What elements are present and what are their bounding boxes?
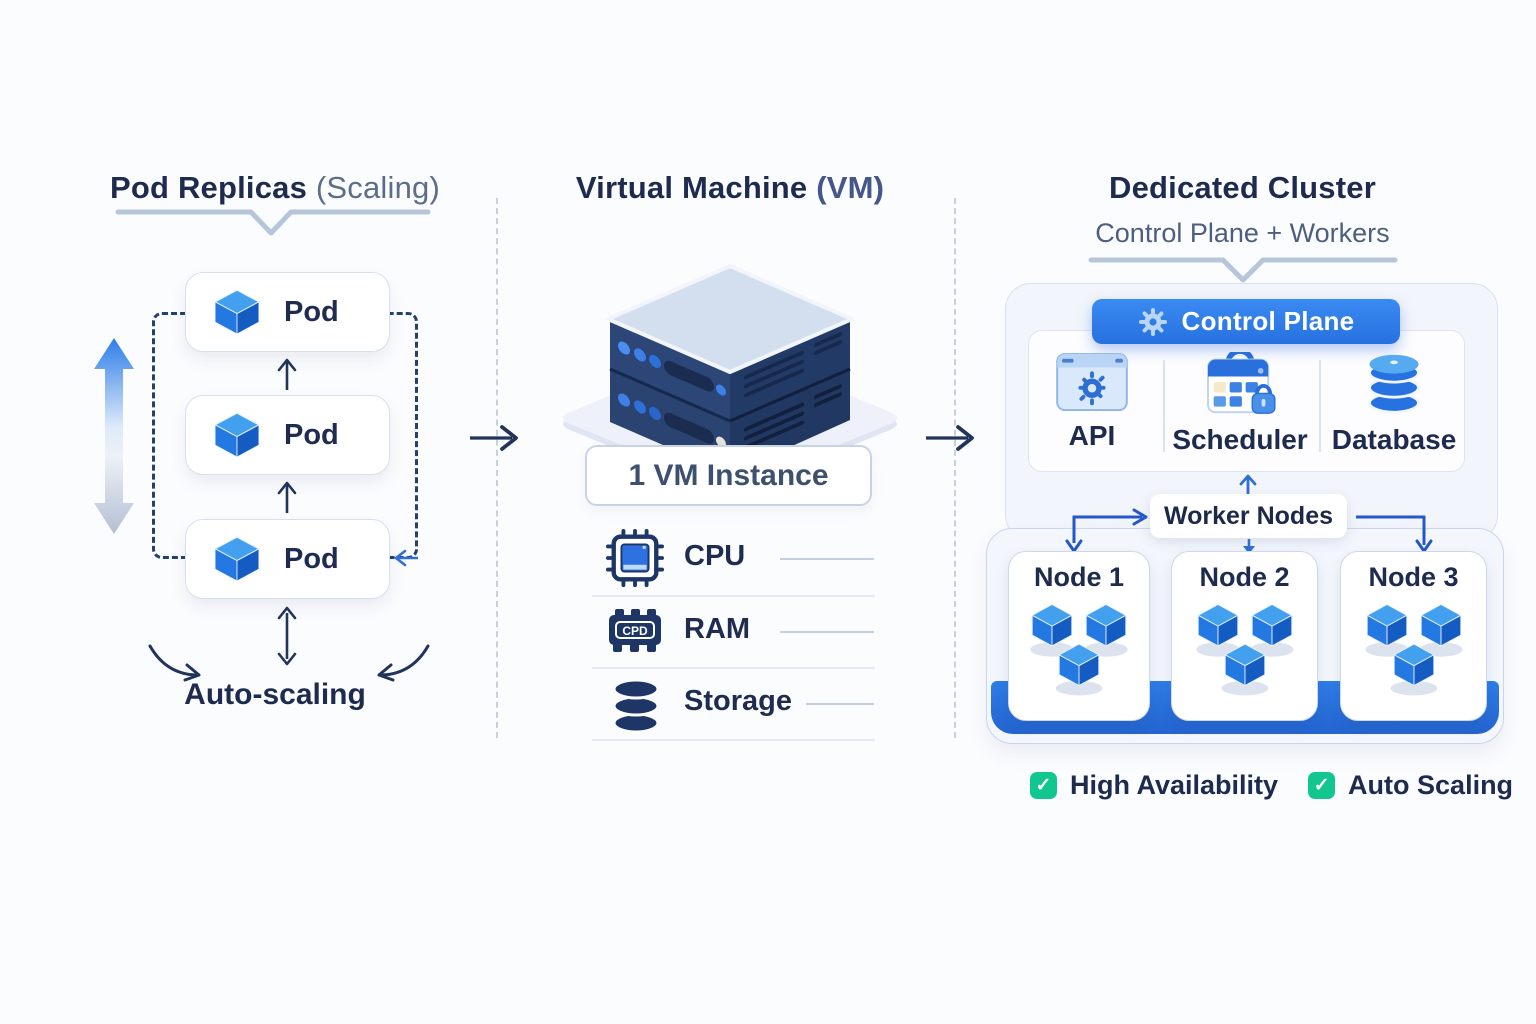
auto-scaling-caption: Auto-scaling <box>184 678 366 711</box>
pod-card: Pod <box>185 395 390 475</box>
elbow-arrow-left-icon <box>1065 508 1148 553</box>
ram-chip-icon: CPD <box>609 609 661 652</box>
node-label: Node 3 <box>1368 562 1459 592</box>
vm-instance-box: 1 VM Instance <box>585 445 872 506</box>
node-card-2: Node 2 <box>1171 551 1318 721</box>
row-divider <box>592 667 875 669</box>
arrow-up-icon <box>277 358 297 390</box>
section-divider <box>954 198 956 738</box>
pod-card: Pod <box>185 272 390 352</box>
pods-title: Pod Replicas (Scaling) <box>60 170 490 206</box>
api-window-icon <box>1056 352 1128 412</box>
vm-title-main: Virtual Machine <box>575 170 808 205</box>
component-divider <box>1163 360 1165 452</box>
arrow-up-icon <box>277 481 297 513</box>
node-card-1: Node 1 <box>1008 551 1150 721</box>
node-cubes-icon <box>1195 603 1294 696</box>
arrow-left-icon <box>394 549 418 567</box>
storage-label: Storage <box>684 685 792 717</box>
cube-icon <box>213 536 261 582</box>
pod-label: Pod <box>284 295 339 328</box>
node-cubes-icon <box>1364 603 1463 696</box>
arrow-right-icon <box>926 425 974 451</box>
cluster-title-underline <box>1088 257 1398 283</box>
node-card-3: Node 3 <box>1340 551 1487 721</box>
ram-label: RAM <box>684 613 751 645</box>
component-api: API <box>1032 352 1152 452</box>
vm-title: Virtual Machine (VM) <box>520 170 940 206</box>
arrow-right-icon <box>470 425 518 451</box>
scale-updown-arrow-icon <box>94 338 134 534</box>
section-divider <box>496 198 498 738</box>
vm-title-suffix: (VM) <box>816 170 885 205</box>
row-divider <box>592 595 875 597</box>
database-label: Database <box>1331 424 1457 455</box>
pod-label: Pod <box>284 542 339 575</box>
badge-label: High Availability <box>1070 770 1279 800</box>
component-divider <box>1319 360 1321 452</box>
component-scheduler: Scheduler <box>1172 352 1308 456</box>
cluster-subtitle: Control Plane + Workers <box>1095 218 1390 248</box>
cube-icon <box>213 289 261 335</box>
badge-auto-scaling: ✓ Auto Scaling <box>1308 770 1513 801</box>
component-database: Database <box>1331 352 1457 456</box>
feature-badges: ✓ High Availability ✓ Auto Scaling <box>1030 770 1513 801</box>
scheduler-label: Scheduler <box>1172 424 1308 455</box>
gear-icon <box>1138 307 1167 336</box>
node-cubes-icon <box>1030 603 1128 696</box>
api-label: API <box>1068 420 1116 451</box>
arrow-down-icon <box>1243 539 1255 554</box>
cpu-chip-icon <box>606 529 664 587</box>
control-plane-button: Control Plane <box>1092 299 1400 344</box>
scheduler-calendar-icon <box>1207 352 1276 414</box>
cube-icon <box>213 412 261 458</box>
storage-value-line <box>806 703 874 705</box>
vm-instance-label: 1 VM Instance <box>628 458 829 492</box>
elbow-arrow-right-icon <box>1356 515 1433 553</box>
pods-title-underline <box>115 209 431 236</box>
arrow-up-icon <box>1239 474 1257 496</box>
pod-label: Pod <box>284 418 339 451</box>
badge-high-availability: ✓ High Availability <box>1030 770 1278 801</box>
ram-value-line <box>780 631 874 633</box>
check-icon: ✓ <box>1308 772 1336 799</box>
badge-label: Auto Scaling <box>1348 770 1514 800</box>
row-divider <box>592 739 875 741</box>
worker-nodes-label: Worker Nodes <box>1150 494 1347 538</box>
cpu-value-line <box>780 558 874 560</box>
arrow-updown-icon <box>277 606 297 666</box>
curved-arrow-right-icon <box>148 644 201 682</box>
cpu-label: CPU <box>684 540 746 572</box>
curved-arrow-left-icon <box>377 644 430 682</box>
database-icon <box>1368 354 1420 414</box>
cluster-title: Dedicated Cluster <box>1109 170 1376 205</box>
ram-chip-text: CPD <box>622 624 648 638</box>
node-label: Node 1 <box>1033 562 1125 592</box>
storage-db-icon <box>612 678 660 734</box>
check-icon: ✓ <box>1030 772 1057 799</box>
pods-title-suffix: (Scaling) <box>315 170 441 205</box>
pods-title-main: Pod Replicas <box>109 170 308 205</box>
pod-card: Pod <box>185 519 390 599</box>
node-label: Node 2 <box>1199 562 1290 592</box>
control-plane-label: Control Plane <box>1181 306 1355 336</box>
